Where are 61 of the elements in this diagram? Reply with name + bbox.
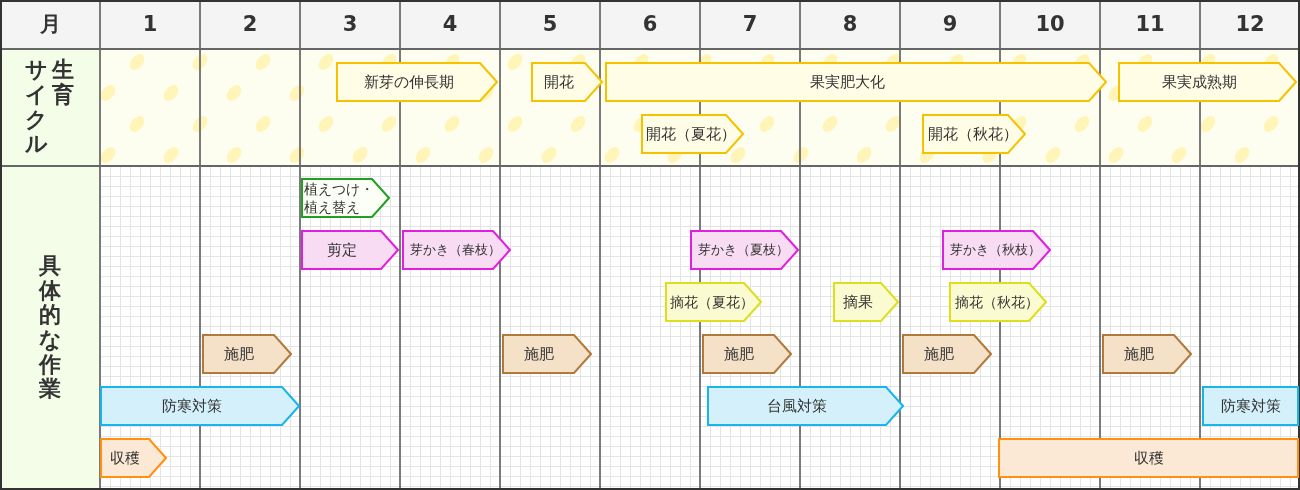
row-heading: 生育サイクル [25, 58, 75, 157]
phase-bar [605, 62, 1107, 102]
task-bar [301, 230, 399, 270]
phase-label: 開花（夏花） [646, 125, 736, 143]
task-label: 剪定 [326, 241, 357, 259]
month-number: 10 [1035, 11, 1065, 38]
phase-label: 開花 [543, 73, 574, 91]
task-label: 植えつけ・植え替え [304, 179, 374, 217]
month-number: 6 [642, 11, 658, 38]
task-label: 収穫 [110, 449, 140, 467]
row-heading: 具体的な作業 [38, 254, 62, 402]
task-bar [100, 386, 300, 426]
task-bar [707, 386, 904, 426]
task-bar [998, 438, 1299, 478]
task-label: 施肥 [923, 345, 954, 363]
task-label: 台風対策 [767, 397, 827, 415]
task-bar [1202, 386, 1299, 426]
task-label: 施肥 [523, 345, 554, 363]
month-number: 2 [242, 11, 258, 38]
phase-label: 果実成熟期 [1161, 73, 1237, 91]
task-label: 芽かき（春枝） [409, 242, 501, 258]
month-number: 8 [842, 11, 858, 38]
month-number: 4 [442, 11, 458, 38]
month-number: 5 [542, 11, 558, 38]
task-bar [902, 334, 992, 374]
task-label: 施肥 [1123, 345, 1154, 363]
month-number: 11 [1135, 11, 1165, 38]
task-label: 摘花（夏花） [670, 293, 754, 311]
task-label: 芽かき（秋枝） [949, 242, 1041, 258]
task-label: 防寒対策 [1220, 397, 1281, 415]
phase-label: 開花（秋花） [927, 125, 1018, 143]
phase-bar [1118, 62, 1297, 102]
task-bar [502, 334, 592, 374]
task-bar [402, 230, 511, 270]
task-label: 収穫 [1133, 449, 1164, 467]
task-bar [942, 230, 1051, 270]
task-bar [1102, 334, 1192, 374]
task-bar [202, 334, 292, 374]
task-bar [665, 282, 762, 322]
task-label: 芽かき（夏枝） [697, 242, 789, 258]
month-number: 9 [942, 11, 958, 38]
phase-bar [336, 62, 498, 102]
task-label: 摘花（秋花） [954, 293, 1039, 311]
task-label: 施肥 [723, 345, 754, 363]
phase-bar [641, 114, 744, 154]
task-label: 防寒対策 [161, 397, 222, 415]
phase-bar [531, 62, 603, 102]
task-bar [690, 230, 799, 270]
month-number: 12 [1235, 11, 1265, 38]
month-number: 3 [342, 11, 358, 38]
month-number: 7 [742, 11, 758, 38]
task-bar [702, 334, 792, 374]
phase-label: 新芽の伸長期 [363, 73, 454, 91]
phase-bar [922, 114, 1026, 154]
task-bar [949, 282, 1047, 322]
task-label: 摘果 [842, 293, 873, 311]
phase-label: 果実肥大化 [810, 73, 885, 91]
task-bar [301, 178, 390, 218]
month-number: 1 [142, 11, 158, 38]
column-heading: 月 [39, 11, 61, 38]
task-label: 施肥 [223, 345, 254, 363]
